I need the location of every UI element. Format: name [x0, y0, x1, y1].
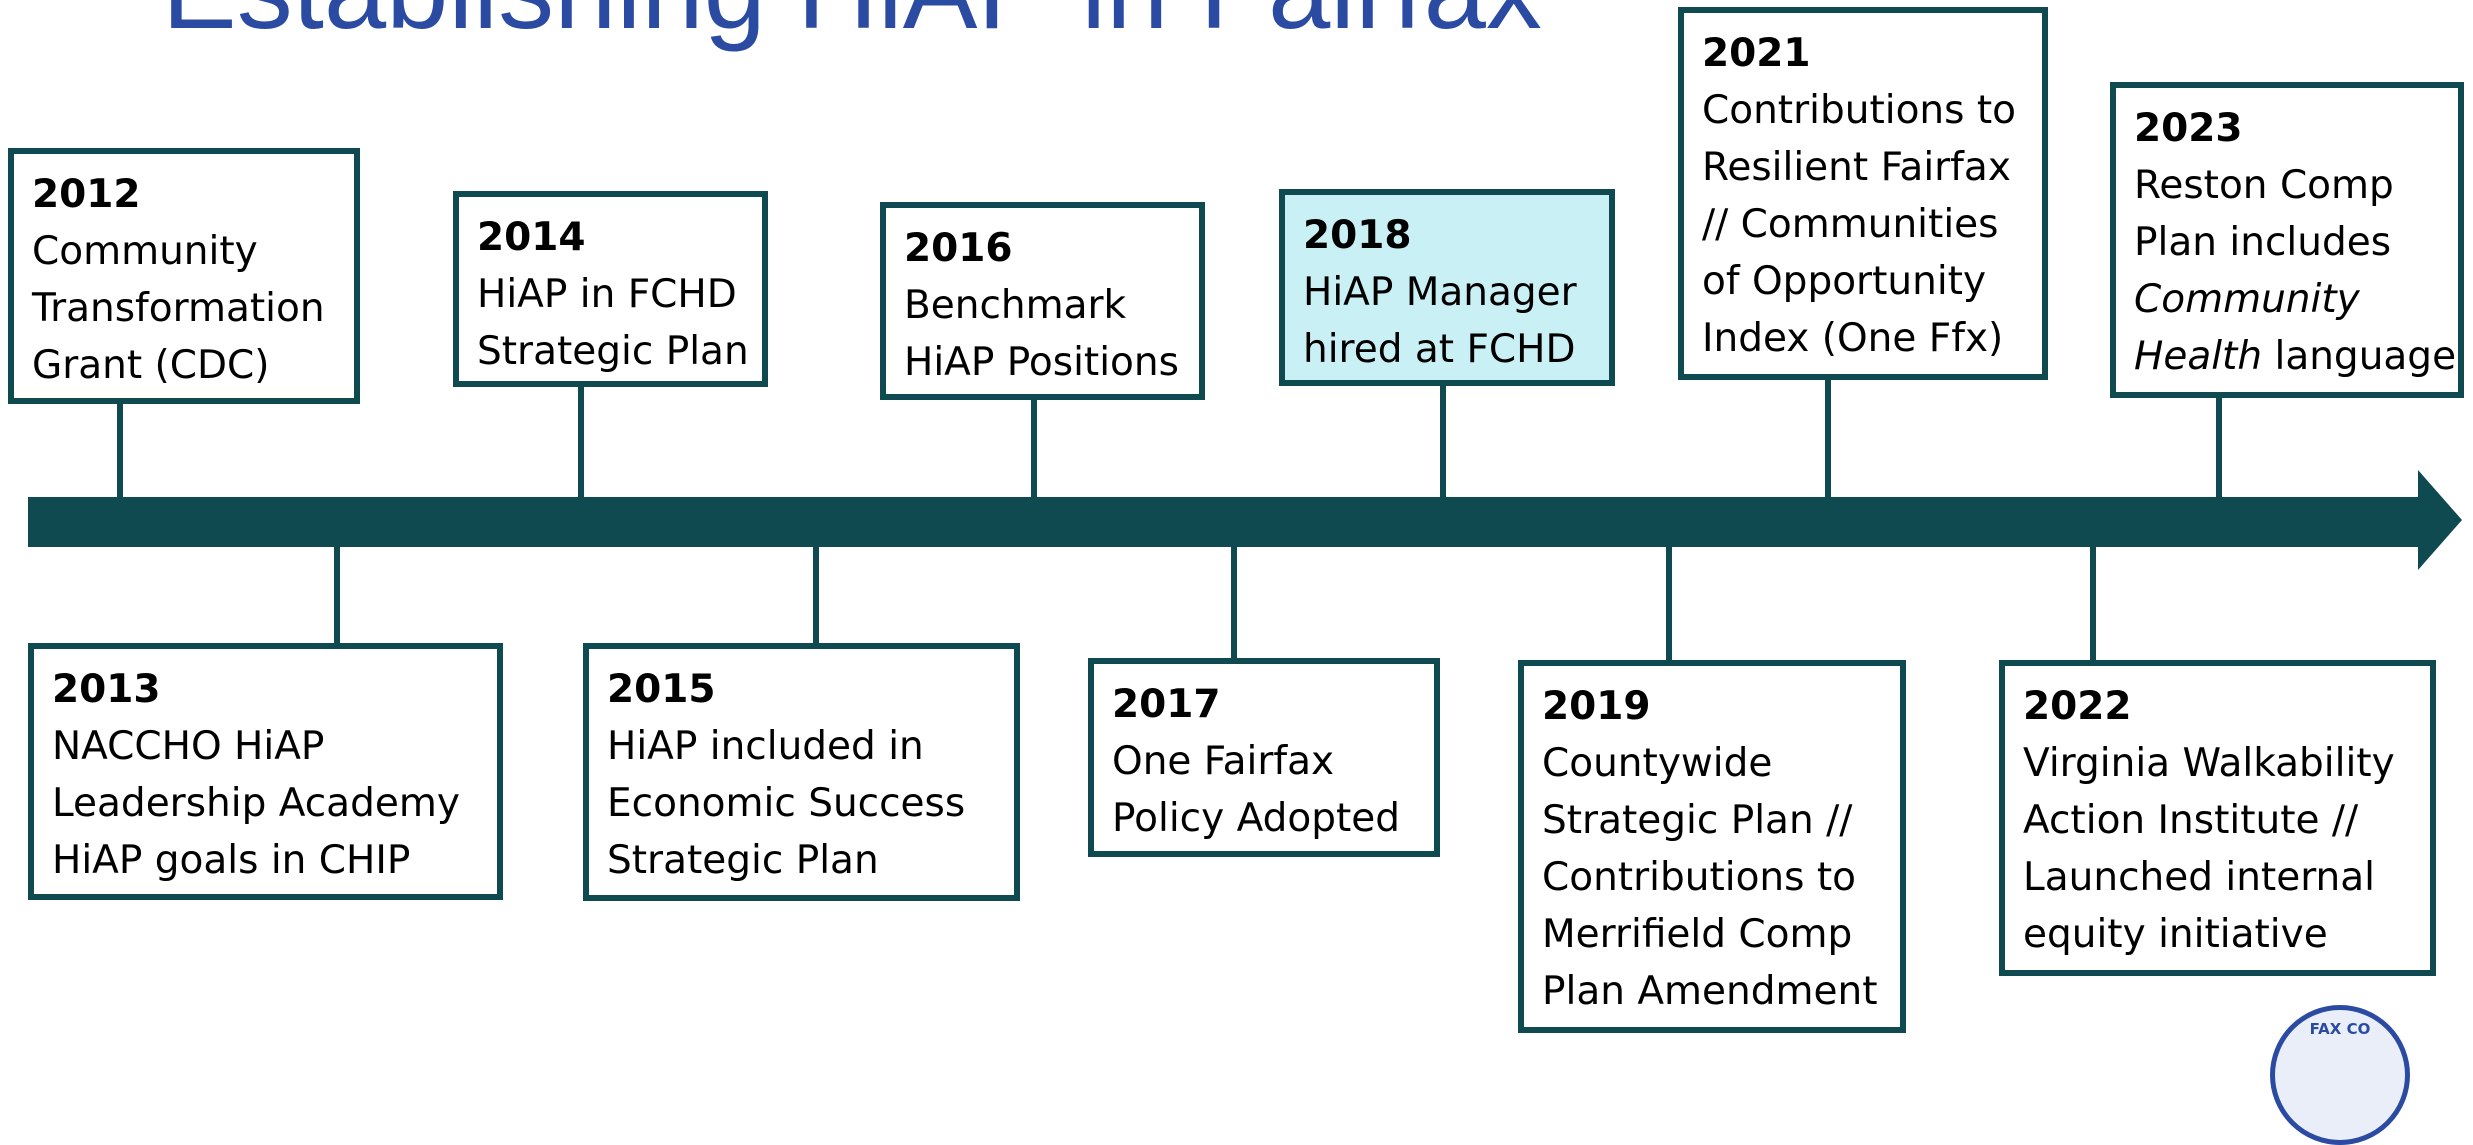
event-year: 2013	[52, 667, 161, 712]
event-year: 2019	[1542, 684, 1651, 729]
event-year: 2014	[477, 215, 586, 260]
event-text-line: Community	[32, 229, 258, 274]
event-text-line: Plan includes	[2134, 220, 2392, 265]
event-connector	[578, 387, 584, 499]
event-connector	[1440, 386, 1446, 499]
timeline-arrow	[28, 470, 2462, 570]
event-text-line: Strategic Plan	[607, 838, 879, 883]
event-text-line: Action Institute //	[2023, 798, 2359, 843]
event-text-line: HiAP Positions	[904, 340, 1179, 385]
event-text-line: HiAP Manager	[1303, 270, 1577, 315]
event-year: 2023	[2134, 106, 2243, 151]
event-text-line: Benchmark	[904, 283, 1127, 328]
event-year: 2012	[32, 172, 141, 217]
event-text-line: Resilient Fairfax	[1702, 145, 2011, 190]
event-text-line: Policy Adopted	[1112, 796, 1400, 841]
county-seal: FAX CO	[2270, 1005, 2410, 1145]
event-text-line: HiAP included in	[607, 724, 924, 769]
event-text-line: equity initiative	[2023, 912, 2328, 957]
event-text-line: Health language	[2134, 334, 2457, 379]
event-text-line: hired at FCHD	[1303, 327, 1576, 372]
event-year: 2016	[904, 226, 1013, 271]
event-connector	[117, 404, 123, 499]
event-text-line: Community	[2134, 277, 2360, 322]
event-text-line: // Communities	[1702, 202, 1999, 247]
event-text-line: Virginia Walkability	[2023, 741, 2395, 786]
event-text-line: Merrifield Comp	[1542, 912, 1853, 957]
event-connector	[2216, 398, 2222, 499]
event-year: 2022	[2023, 684, 2132, 729]
event-connector	[334, 545, 340, 643]
event-connector	[1231, 545, 1237, 658]
event-text-line: Grant (CDC)	[32, 343, 270, 388]
event-text-line: Launched internal	[2023, 855, 2376, 900]
event-connector	[1031, 400, 1037, 499]
event-text-line: NACCHO HiAP	[52, 724, 325, 769]
event-text-line: Contributions to	[1542, 855, 1857, 900]
event-connector	[813, 545, 819, 643]
event-connector	[1666, 545, 1672, 660]
event-year: 2018	[1303, 213, 1412, 258]
event-text-line: Contributions to	[1702, 88, 2017, 133]
event-text-line: Countywide	[1542, 741, 1773, 786]
page-title: Establishing HiAP in Fairfax	[162, 0, 1542, 46]
event-text-line: Strategic Plan //	[1542, 798, 1853, 843]
event-text-line: Strategic Plan	[477, 329, 749, 374]
event-text-line: Leadership Academy	[52, 781, 460, 826]
event-text-line: HiAP in FCHD	[477, 272, 737, 317]
event-text-line: HiAP goals in CHIP	[52, 838, 411, 883]
event-connector	[1825, 380, 1831, 499]
event-text-line: of Opportunity	[1702, 259, 1987, 304]
event-text-line: Index (One Ffx)	[1702, 316, 2004, 361]
event-year: 2021	[1702, 31, 1811, 76]
event-text-line: Plan Amendment	[1542, 969, 1878, 1014]
event-text-line: Reston Comp	[2134, 163, 2394, 208]
event-text-line: One Fairfax	[1112, 739, 1335, 784]
event-text-line: Economic Success	[607, 781, 966, 826]
event-year: 2017	[1112, 682, 1221, 727]
event-year: 2015	[607, 667, 716, 712]
event-text-line: Transformation	[32, 286, 325, 331]
event-connector	[2090, 545, 2096, 660]
